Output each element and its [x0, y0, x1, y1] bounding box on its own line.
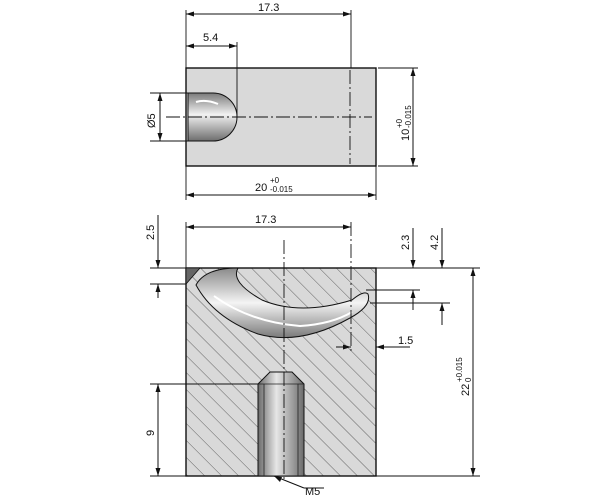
arrow — [376, 344, 384, 350]
thread-label: M5 — [305, 486, 320, 498]
arrow — [439, 303, 445, 311]
arrow — [410, 68, 416, 76]
curved-groove — [195, 267, 370, 339]
section-dim-thread-depth-label: 9 — [145, 430, 157, 436]
dim-width-tol-upper: +0 — [270, 176, 280, 185]
arrow — [155, 284, 161, 292]
arrow — [368, 192, 376, 198]
top-view-bore-highlight — [195, 99, 219, 105]
arrow — [343, 344, 351, 350]
section-dim-right-b-label: 4.2 — [429, 235, 441, 250]
dim-height-label: 10 — [400, 129, 412, 141]
arrow — [343, 224, 351, 230]
arrow — [439, 260, 445, 268]
dim-height-tol-upper: +0 — [395, 118, 404, 128]
arrow — [229, 43, 237, 49]
section-dim-height-tol-upper: +0.015 — [455, 357, 464, 382]
arrow — [343, 11, 351, 17]
arrow — [186, 224, 194, 230]
arrow — [470, 468, 476, 476]
arrow — [155, 260, 161, 268]
dim-height-group: 10 +0 -0.015 — [395, 105, 413, 141]
arrow — [155, 384, 161, 392]
threaded-hole — [257, 371, 305, 477]
arrow — [157, 93, 163, 101]
section-dim-length-label: 17.3 — [255, 214, 276, 226]
arrow — [470, 268, 476, 276]
section-dim-slot-label: 1.5 — [398, 335, 413, 347]
arrow — [186, 11, 194, 17]
arrow — [186, 43, 194, 49]
top-view: 17.3 5.4 Ø5 10 +0 -0.015 20 +0 -0.015 — [146, 2, 418, 200]
section-chamfer — [185, 267, 201, 286]
arrow — [410, 290, 416, 298]
arrow — [410, 260, 416, 268]
section-dim-height-group: 22 +0.015 0 — [455, 357, 473, 396]
dim-diameter-label: Ø5 — [146, 113, 158, 128]
dim-width-tol-lower: -0.015 — [270, 185, 293, 194]
dim-height-tol-lower: -0.015 — [404, 105, 413, 128]
section-dim-top-offset-label: 2.5 — [145, 225, 157, 240]
dim-overall-length-label: 17.3 — [258, 2, 279, 14]
arrow — [186, 192, 194, 198]
groove-highlight — [213, 295, 353, 328]
arrow — [410, 158, 416, 166]
arrow — [157, 133, 163, 141]
section-dim-right-a-label: 2.3 — [400, 235, 412, 250]
section-dim-height-tol-lower: 0 — [464, 377, 473, 382]
arrow — [155, 468, 161, 476]
section-view: 17.3 2.5 9 2.3 4.2 1.5 — [145, 214, 480, 498]
section-dim-height-label: 22 — [460, 384, 472, 396]
dim-width-label: 20 — [255, 182, 267, 194]
dim-bore-depth-label: 5.4 — [203, 32, 218, 44]
arrow — [274, 476, 282, 482]
